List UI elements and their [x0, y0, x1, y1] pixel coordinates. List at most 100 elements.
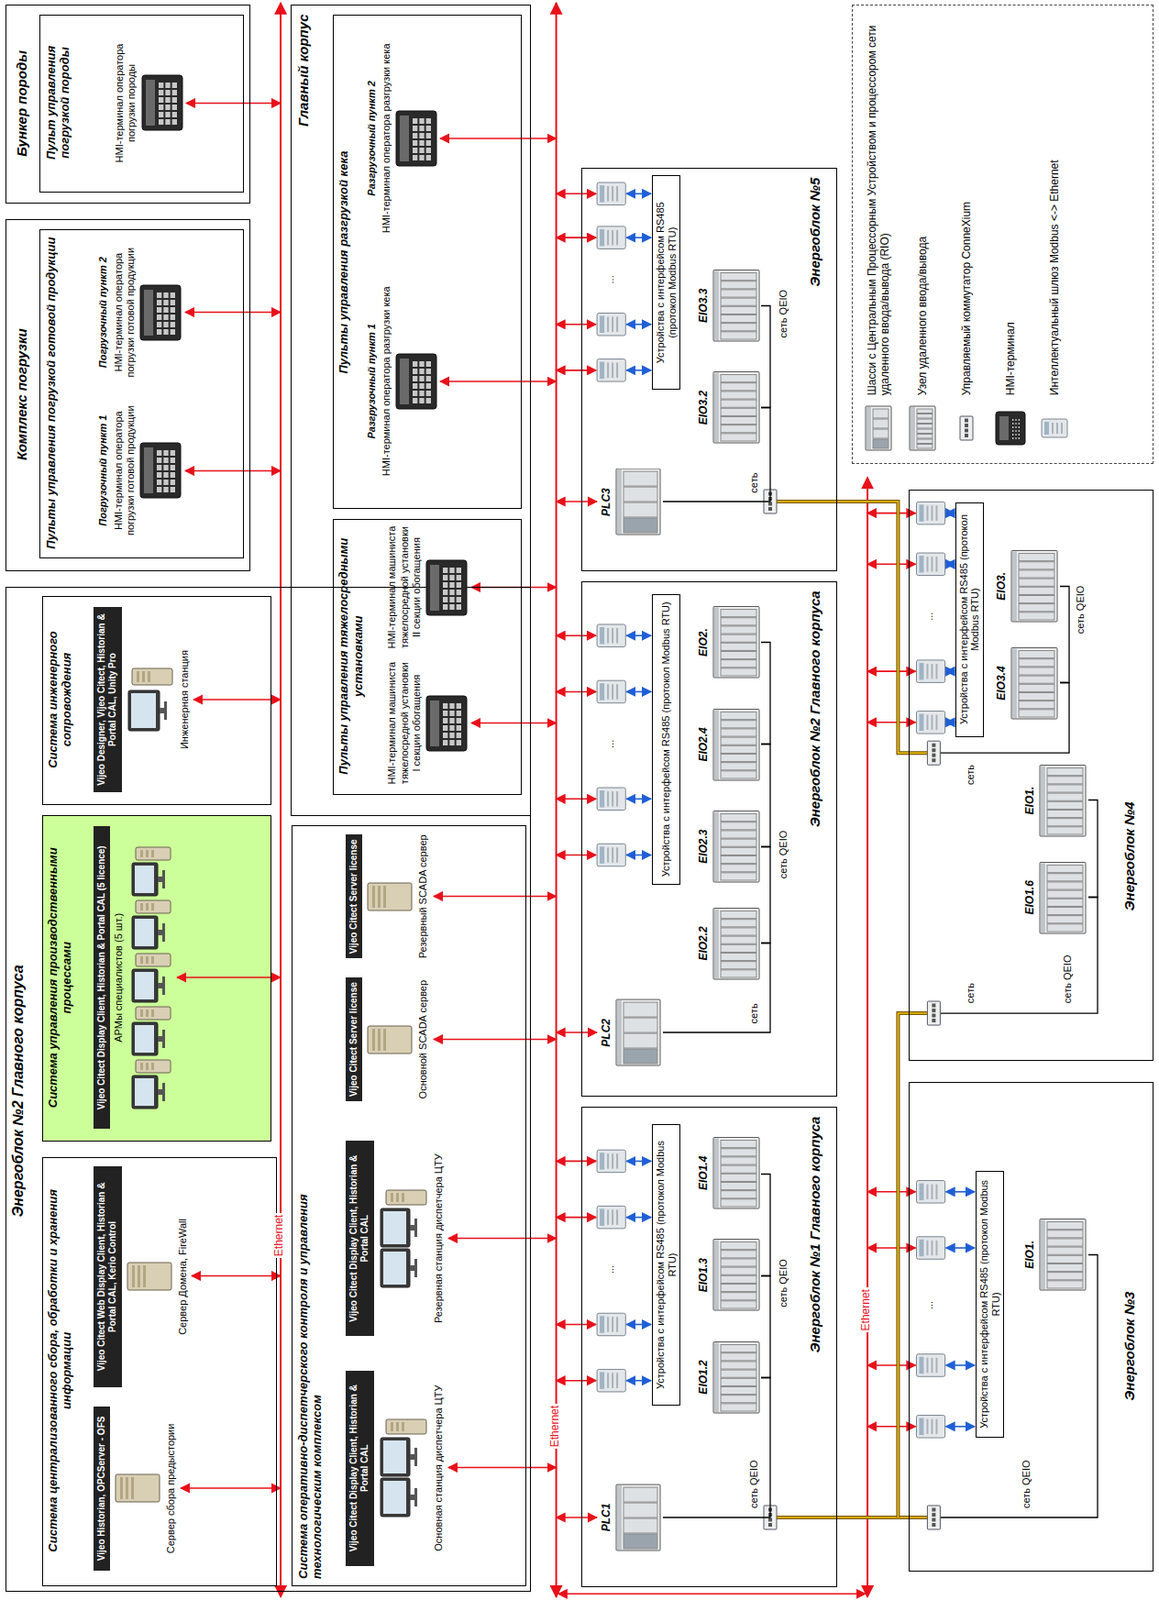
drawing-part: [170, 450, 176, 456]
hmi-terminal: HMI-терминал оператора погрузки породы: [111, 26, 185, 180]
workstation-icon: [376, 1188, 431, 1290]
legend-row: HMI-терминал: [993, 16, 1027, 453]
io-rack: EIO3.3: [695, 267, 762, 344]
net-note: сеть QEIO: [748, 1457, 761, 1511]
drawing-part: [1018, 437, 1020, 440]
drawing-part: [1047, 793, 1083, 801]
device-box: Устройства с интерфейсом RS485 (протокол…: [651, 594, 681, 885]
network-label: Ethernet: [273, 1213, 287, 1259]
qeio-link: [761, 1174, 771, 1277]
drawing-part: [768, 507, 773, 511]
drawing-part: [1018, 422, 1020, 425]
hmi-terminal: HMI-терминал машиниста тяжелосредной уст…: [384, 659, 470, 787]
drawing-part: [865, 406, 892, 451]
drawing-part: [426, 383, 431, 389]
workstation-row-icon: [128, 844, 175, 1111]
server-node: Vijeo Citect Web Display Client, Histori…: [91, 1164, 191, 1390]
drawing-part: [1047, 1230, 1083, 1238]
drawing-part: [170, 457, 176, 464]
io-rack-icon: [712, 809, 761, 883]
drawing-part: [419, 132, 425, 139]
drawing-part: [720, 281, 757, 289]
drawing-part: [720, 872, 757, 881]
drawing-part: [456, 596, 462, 603]
drawing-part: [442, 574, 448, 581]
drawing-part: [442, 739, 448, 746]
drawing-part: [1051, 422, 1054, 434]
drawing-part: [916, 1236, 945, 1259]
qeio-link: [761, 306, 771, 409]
drawing-part: [163, 299, 168, 306]
drawing-part: [713, 708, 760, 780]
drawing-part: [720, 1369, 757, 1378]
drawing-part: [426, 125, 431, 132]
drawing-part: [377, 885, 381, 908]
plc-chassis-icon: [615, 998, 662, 1067]
drawing-part: [935, 715, 938, 730]
drawing-part: [926, 715, 928, 730]
group-box: Энергоблок №5PLC3EIO3.2EIO3.3Устройства …: [581, 167, 837, 572]
gateway-icon: [916, 660, 945, 683]
drawing-part: [768, 1518, 773, 1523]
drawing-part: [135, 953, 171, 967]
drawing-part: [383, 1480, 407, 1514]
drawing-part: [412, 390, 418, 397]
legend-text: Узел удаленного ввода/вывода: [916, 236, 929, 396]
drawing-part: [1047, 776, 1083, 784]
drawing-part: [449, 582, 454, 588]
io-rack: EIO2.: [695, 604, 762, 681]
io-rack: EIO3.: [993, 548, 1060, 625]
drawing-part: [720, 1402, 757, 1411]
drawing-part: [607, 317, 609, 332]
drawing-part: [607, 684, 609, 699]
net-note: сеть: [748, 1001, 761, 1026]
group-title: Энергоблок №5: [806, 177, 824, 387]
drawing-part: [918, 1357, 924, 1374]
drawing-part: [930, 1184, 933, 1200]
drawing-part: [442, 703, 448, 709]
fiber-cable: [770, 1515, 934, 1520]
drawing-part: [128, 690, 160, 731]
drawing-part: [720, 813, 757, 821]
io-rack: EIO1.2: [695, 1338, 762, 1415]
drawing-part: [426, 560, 467, 616]
drawing-part: [396, 110, 437, 166]
software-badge: Vijeo Citect Display Client, Historian &…: [345, 1370, 375, 1567]
drawing-part: [158, 97, 164, 103]
drawing-part: [156, 450, 162, 456]
drawing-part: [140, 956, 144, 964]
device-caption: Инженерная станция: [178, 650, 191, 750]
software-badge: Vijeo Citect Server license: [345, 834, 364, 959]
drawing-part: [1047, 864, 1083, 873]
drawing-part: [162, 923, 166, 942]
drawing-part: [377, 1028, 381, 1051]
drawing-part: [163, 314, 168, 321]
drawing-part: [442, 717, 448, 724]
drawing-part: [412, 397, 418, 404]
fiber-cable: [770, 1516, 934, 1519]
rack-label: EIO1.6: [1023, 880, 1037, 915]
drawing-part: [916, 1415, 945, 1438]
drawing-part: [611, 791, 614, 806]
io-rack: EIO2.2: [695, 905, 762, 982]
group-box: Бункер породыПульт управления погрузкой …: [5, 4, 251, 204]
io-rack: EIO1.6: [1021, 859, 1089, 936]
gateway-icon: [916, 1181, 945, 1204]
ethernet-link: [191, 1275, 281, 1278]
drawing-part: [135, 847, 171, 861]
legend-sample: [861, 404, 895, 453]
drawing-part: [1015, 433, 1017, 436]
drawing-part: [165, 104, 170, 111]
drawing-part: [412, 125, 418, 132]
drawing-part: [159, 707, 165, 714]
gateway-icon: [596, 1205, 626, 1228]
drawing-part: [442, 732, 448, 739]
ethernet-link: [556, 797, 597, 800]
ethernet-link: [185, 311, 281, 314]
ethernet-link: [556, 691, 597, 694]
hmi-icon: [141, 74, 184, 132]
legend-text: Управляемый коммутатор ConneXium: [960, 201, 973, 396]
drawing-part: [156, 486, 162, 493]
drawing-part: [720, 383, 757, 391]
drawing-part: [930, 715, 933, 730]
